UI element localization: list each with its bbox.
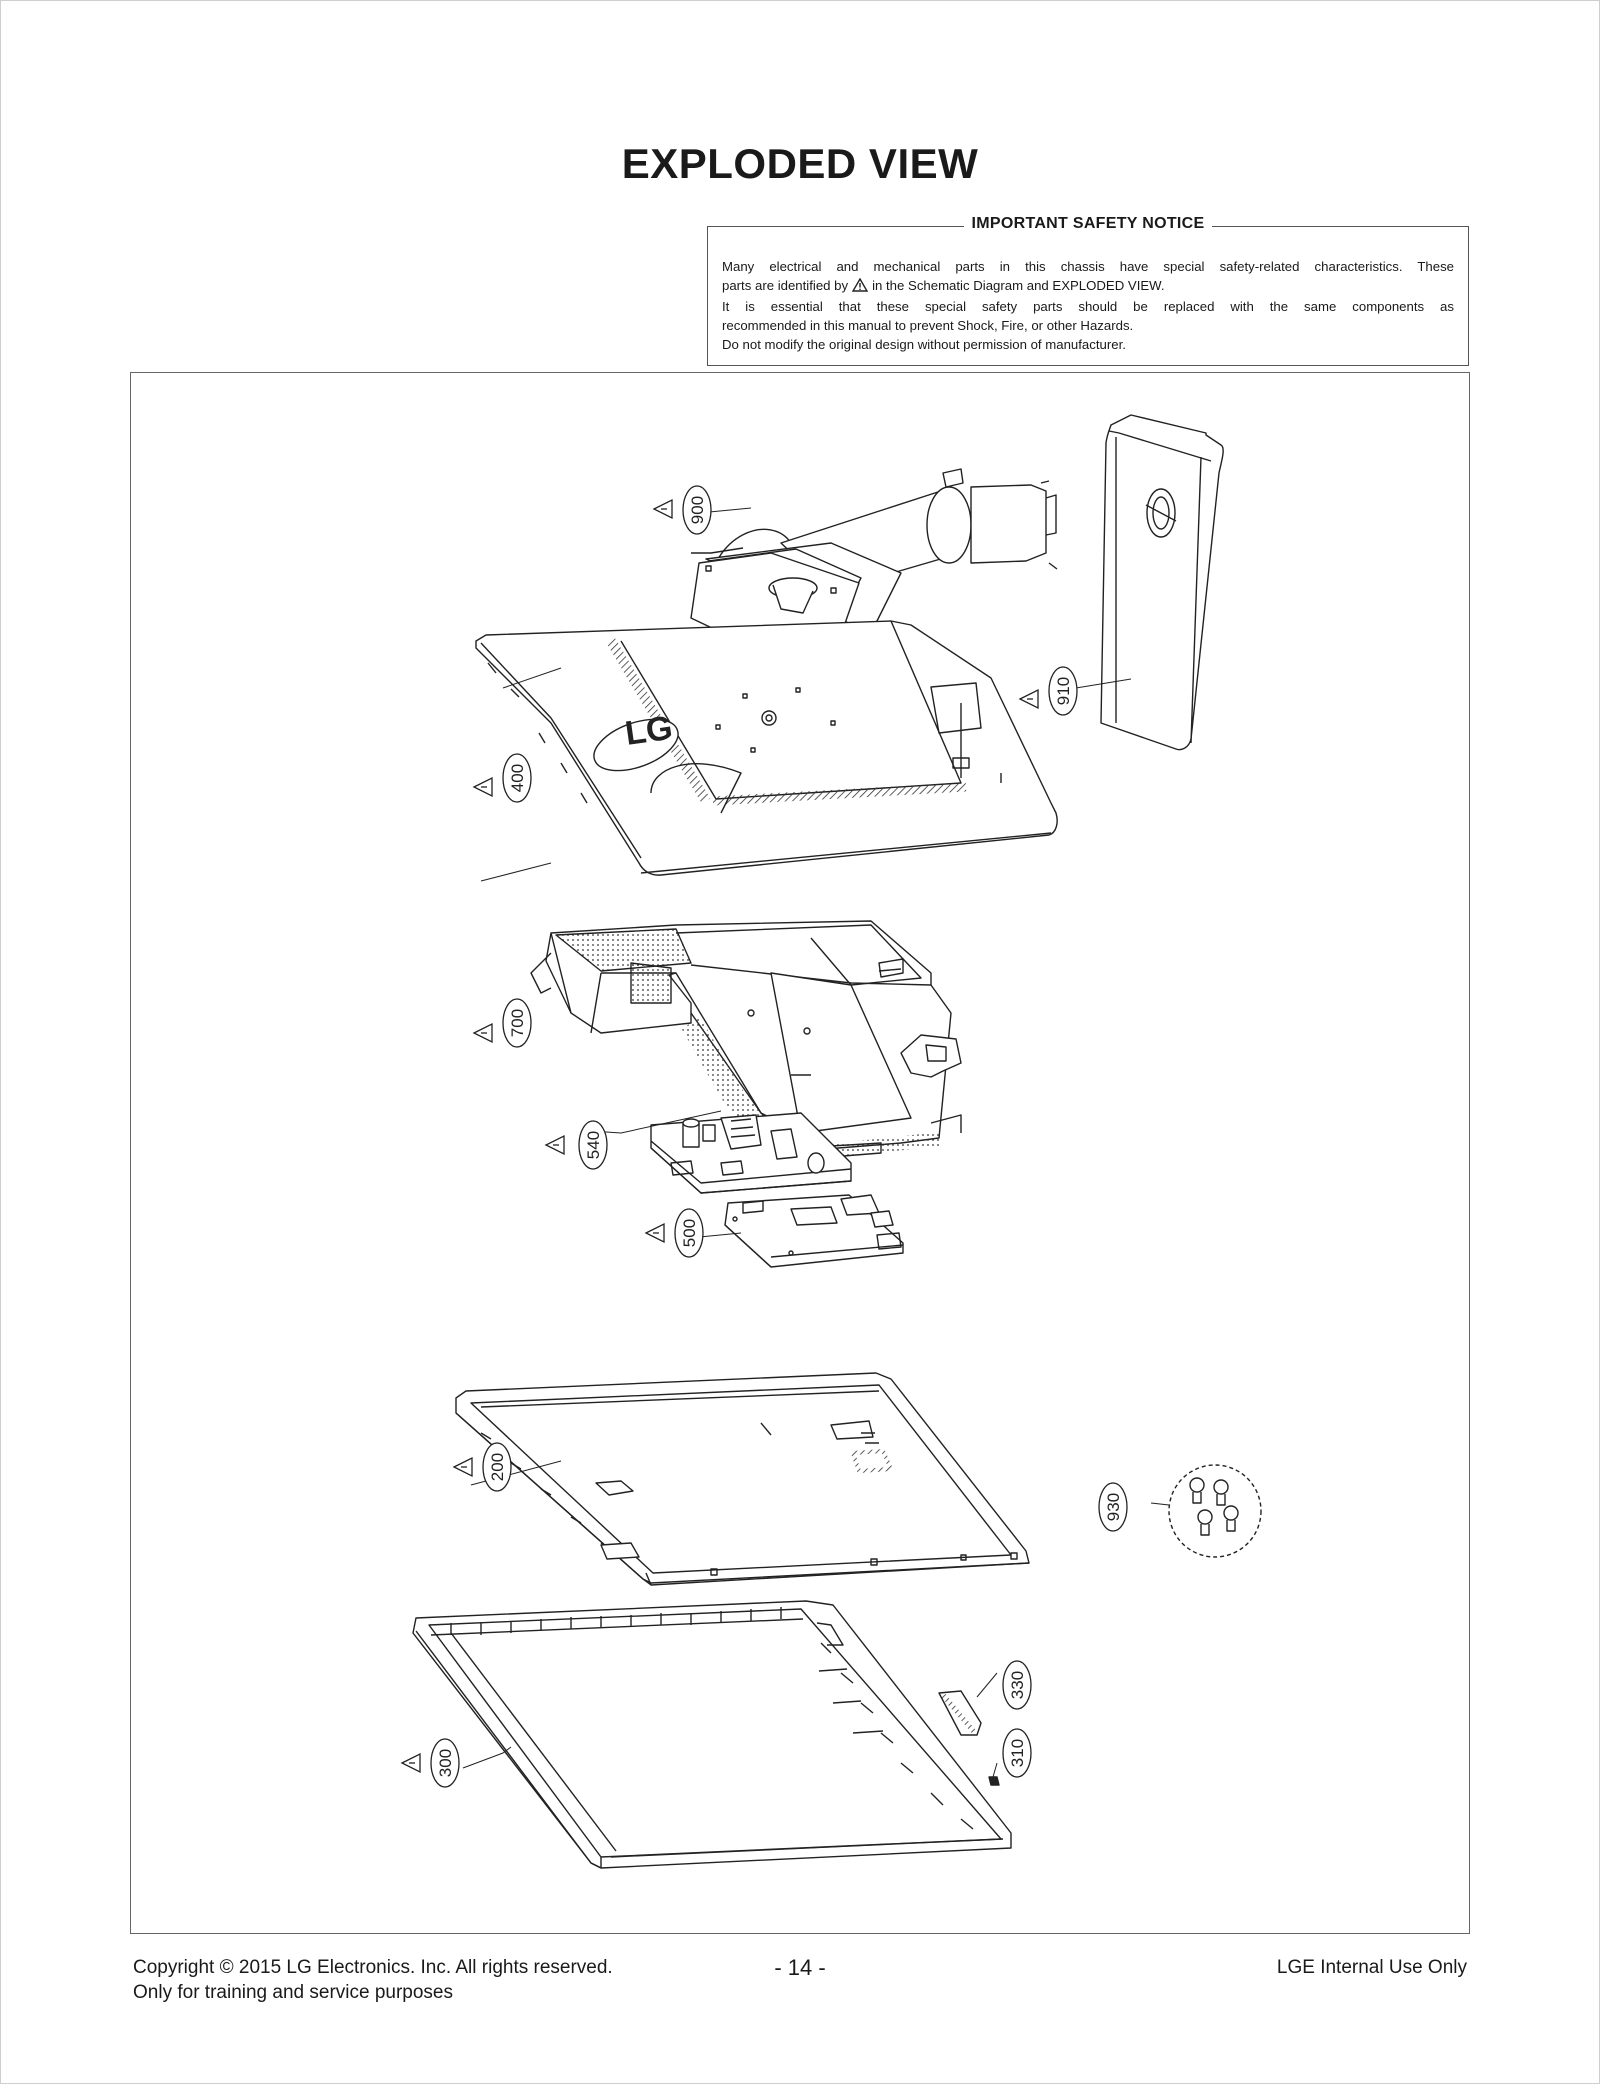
shield-case-part bbox=[530, 920, 962, 1160]
power-board-part bbox=[650, 1112, 852, 1194]
stand-base-part bbox=[1100, 414, 1224, 751]
safety-notice-heading-wrap: IMPORTANT SAFETY NOTICE bbox=[708, 215, 1468, 233]
part-callout-930: 930 bbox=[1098, 1482, 1128, 1532]
safety-warning-triangle-icon bbox=[544, 1134, 565, 1156]
part-number-label: 310 bbox=[1008, 1739, 1027, 1767]
part-callout-300: 300 bbox=[400, 1738, 460, 1788]
part-callout-bubble bbox=[1048, 666, 1078, 716]
main-board-part bbox=[724, 1194, 904, 1268]
warning-triangle-icon bbox=[851, 277, 869, 297]
part-callout-bubble bbox=[1002, 1660, 1032, 1710]
footer-internal: LGE Internal Use Only bbox=[1276, 1957, 1467, 1978]
part-callout-bubble bbox=[502, 998, 532, 1048]
part-callout-700: 700 bbox=[472, 998, 532, 1048]
safety-warning-triangle-icon bbox=[472, 1022, 493, 1044]
part-number-label: 700 bbox=[508, 1009, 527, 1037]
safety-notice-box: IMPORTANT SAFETY NOTICE Many electrical … bbox=[707, 215, 1469, 366]
led-lens-part bbox=[988, 1776, 1000, 1786]
part-callout-bubble bbox=[1002, 1728, 1032, 1778]
panel-frame-part bbox=[455, 1372, 1030, 1586]
safety-warning-triangle-icon bbox=[452, 1456, 473, 1478]
safety-notice-line-5: Do not modify the original design withou… bbox=[722, 337, 1126, 352]
safety-warning-triangle-icon bbox=[400, 1752, 421, 1774]
part-callout-bubble bbox=[482, 1442, 512, 1492]
part-callout-310: 310 bbox=[1002, 1728, 1032, 1778]
safety-notice-body: Many electrical and mechanical parts in … bbox=[722, 257, 1454, 354]
lg-logo: LG bbox=[623, 709, 675, 753]
safety-notice-line-2: parts are identified by in the Schematic … bbox=[722, 276, 1454, 297]
footer-purpose: Only for training and service purposes bbox=[133, 1982, 453, 2003]
part-callout-bubble bbox=[1098, 1482, 1128, 1532]
part-callout-bubble bbox=[502, 753, 532, 803]
part-callout-bubble bbox=[682, 485, 712, 535]
safety-warning-triangle-icon bbox=[1018, 688, 1039, 710]
screw-set-part bbox=[1168, 1464, 1262, 1558]
part-number-label: 930 bbox=[1104, 1493, 1123, 1521]
page-title: EXPLODED VIEW bbox=[621, 140, 979, 187]
safety-notice-line-2-after: in the Schematic Diagram and EXPLODED VI… bbox=[872, 278, 1165, 293]
control-key-part bbox=[938, 1690, 982, 1736]
part-callout-540: 540 bbox=[544, 1120, 608, 1170]
footer-page-number: - 14 - bbox=[774, 1955, 826, 1980]
safety-notice-line-4: recommended in this manual to prevent Sh… bbox=[722, 318, 1134, 333]
stand-body-part bbox=[690, 468, 1058, 650]
part-number-label: 910 bbox=[1054, 677, 1073, 705]
part-callout-200: 200 bbox=[452, 1442, 512, 1492]
part-callout-400: 400 bbox=[472, 753, 532, 803]
part-number-label: 500 bbox=[680, 1219, 699, 1247]
part-callout-bubble bbox=[674, 1208, 704, 1258]
exploded-view-diagram: LG bbox=[130, 372, 1470, 1934]
safety-warning-triangle-icon bbox=[472, 776, 493, 798]
part-number-label: 900 bbox=[688, 496, 707, 524]
safety-notice-line-3: It is essential that these special safet… bbox=[722, 299, 1454, 314]
part-number-label: 400 bbox=[508, 764, 527, 792]
part-number-label: 200 bbox=[488, 1453, 507, 1481]
back-cover-part bbox=[475, 620, 1058, 876]
front-cabinet-part bbox=[412, 1600, 1012, 1869]
part-number-label: 300 bbox=[436, 1749, 455, 1777]
footer-left: Copyright © 2015 LG Electronics. Inc. Al… bbox=[133, 1955, 613, 2005]
part-number-label: 540 bbox=[584, 1131, 603, 1159]
part-callout-330: 330 bbox=[1002, 1660, 1032, 1710]
safety-warning-triangle-icon bbox=[644, 1222, 665, 1244]
part-callouts: 900 910 400 700 540 500 200 930 330 310 300 bbox=[400, 485, 1128, 1788]
part-callout-bubble bbox=[578, 1120, 608, 1170]
part-callout-900: 900 bbox=[652, 485, 712, 535]
exploded-view-drawing: LG bbox=[400, 414, 1262, 1869]
safety-notice-line-1: Many electrical and mechanical parts in … bbox=[722, 259, 1454, 274]
safety-warning-triangle-icon bbox=[652, 498, 673, 520]
safety-notice-line-2-before: parts are identified by bbox=[722, 278, 849, 293]
part-callout-500: 500 bbox=[644, 1208, 704, 1258]
safety-notice-heading: IMPORTANT SAFETY NOTICE bbox=[963, 215, 1213, 232]
part-callout-910: 910 bbox=[1018, 666, 1078, 716]
part-number-label: 330 bbox=[1008, 1671, 1027, 1699]
footer-copyright: Copyright © 2015 LG Electronics. Inc. Al… bbox=[133, 1957, 613, 1978]
part-callout-bubble bbox=[430, 1738, 460, 1788]
